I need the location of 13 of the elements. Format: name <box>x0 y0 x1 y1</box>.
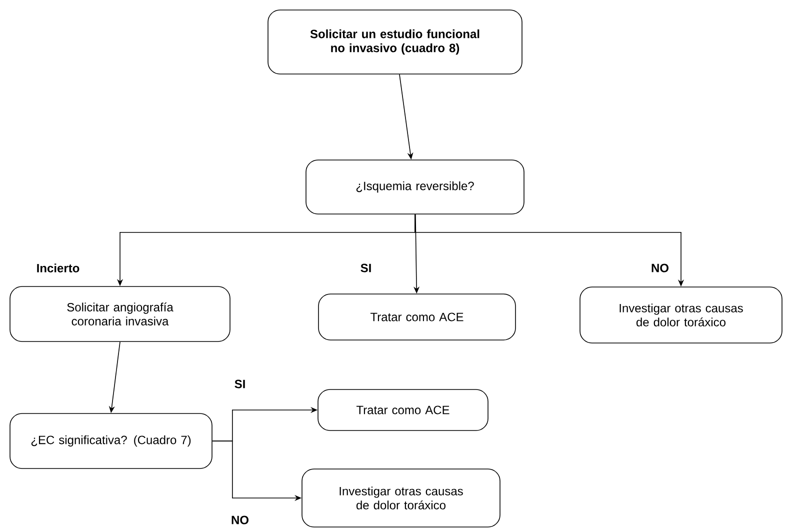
process-box: Tratar como ACE <box>318 294 516 340</box>
edge-label: SI <box>234 380 245 388</box>
edge-label: Incierto <box>37 264 80 272</box>
process-box: ¿EC significativa? (Cuadro 7) <box>10 413 212 469</box>
process-box: Tratar como ACE <box>318 389 488 431</box>
process-box: Investigar otras causas de dolor toráxico <box>580 286 782 344</box>
edge-label: NO <box>232 516 248 524</box>
edge-label: SI <box>360 264 371 272</box>
process-box: Investigar otras causas de dolor toráxico <box>302 468 500 528</box>
process-box: Solicitar un estudio funcional no invasivo (cuadro 8) <box>268 10 522 74</box>
edge-label: NO <box>652 264 668 272</box>
process-box: ¿Isquemia reversible? <box>306 160 524 214</box>
process-box: Solicitar angiografía coronaria invasiva <box>10 286 230 342</box>
